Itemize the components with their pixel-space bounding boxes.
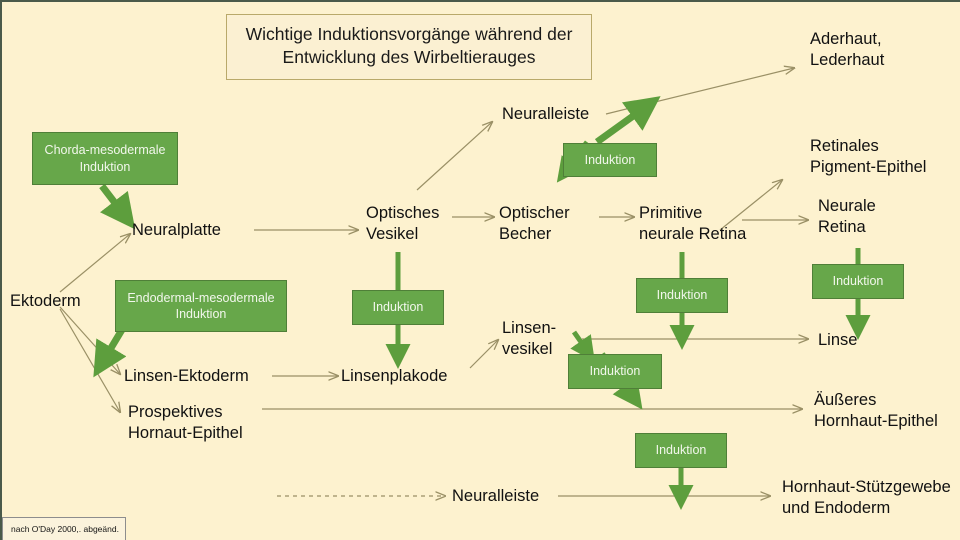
node-ektoderm: Ektoderm [10,292,81,310]
induction-box-optischer-becher[interactable]: Induktion [563,143,657,177]
node-aeusseres-hornhaut-epithel: Äußeres Hornhaut-Epithel [814,391,938,431]
node-linsenvesikel: Linsen- vesikel [502,319,557,359]
node-prospektives-hornaut-epithel: Prospektives Hornaut-Epithel [128,403,243,443]
node-optischer-becher: Optischer Becher [499,204,570,244]
arrow-neuralleiste-aderhaut [605,68,794,115]
node-linsenplakode: Linsenplakode [341,367,448,385]
arrow-optischesvesikel-neuralleiste [416,122,492,191]
green-arrow-induktion-to-neuralleiste-top [594,96,661,145]
induction-box-linsenvesikel[interactable]: Induktion [568,354,662,389]
node-neuralleiste-bottom: Neuralleiste [452,487,540,505]
node-retinales-pigment-epithel: Retinales Pigment-Epithel [810,137,927,177]
induction-box-neuralleiste[interactable]: Induktion [635,433,727,468]
arrow-ektoderm-linsenektoderm [59,306,120,374]
induction-box-primitive-retina[interactable]: Induktion [636,278,728,313]
induction-box-neurale-retina[interactable]: Induktion [812,264,904,299]
node-aderhaut-lederhaut: Aderhaut, Lederhaut [810,30,885,70]
node-neuralplatte: Neuralplatte [132,221,221,239]
green-arrow-chorda-to-neuralplatte [99,183,136,230]
green-arrow-linsenvesikel-induktion-stem [570,330,595,362]
node-hornhaut-stuetzgewebe-und-endoderm: Hornhaut-Stützgewebe und Endoderm [782,478,951,518]
node-linse: Linse [818,331,858,349]
arrow-linsenplakode-linsenvesikel [469,340,498,369]
induction-box-endodermal-mesodermale[interactable]: Endodermal-mesodermale Induktion [115,280,287,332]
page-title: Wichtige Induktionsvorgänge während der … [226,14,592,81]
node-neuralleiste-top: Neuralleiste [502,105,590,123]
node-optisches-vesikel: Optisches Vesikel [366,204,440,244]
source-credit: nach O'Day 2000,. abgeänd. [2,517,126,540]
node-primitive-neurale-retina: Primitive neurale Retina [639,204,747,244]
node-linsen-ektoderm: Linsen-Ektoderm [124,367,249,385]
node-neurale-retina: Neurale Retina [818,197,876,237]
induction-box-optisches-vesikel[interactable]: Induktion [352,290,444,325]
arrow-ektoderm-prospektives [59,308,120,412]
induction-box-chorda-mesodermale[interactable]: Chorda-mesodermale Induktion [32,132,178,185]
